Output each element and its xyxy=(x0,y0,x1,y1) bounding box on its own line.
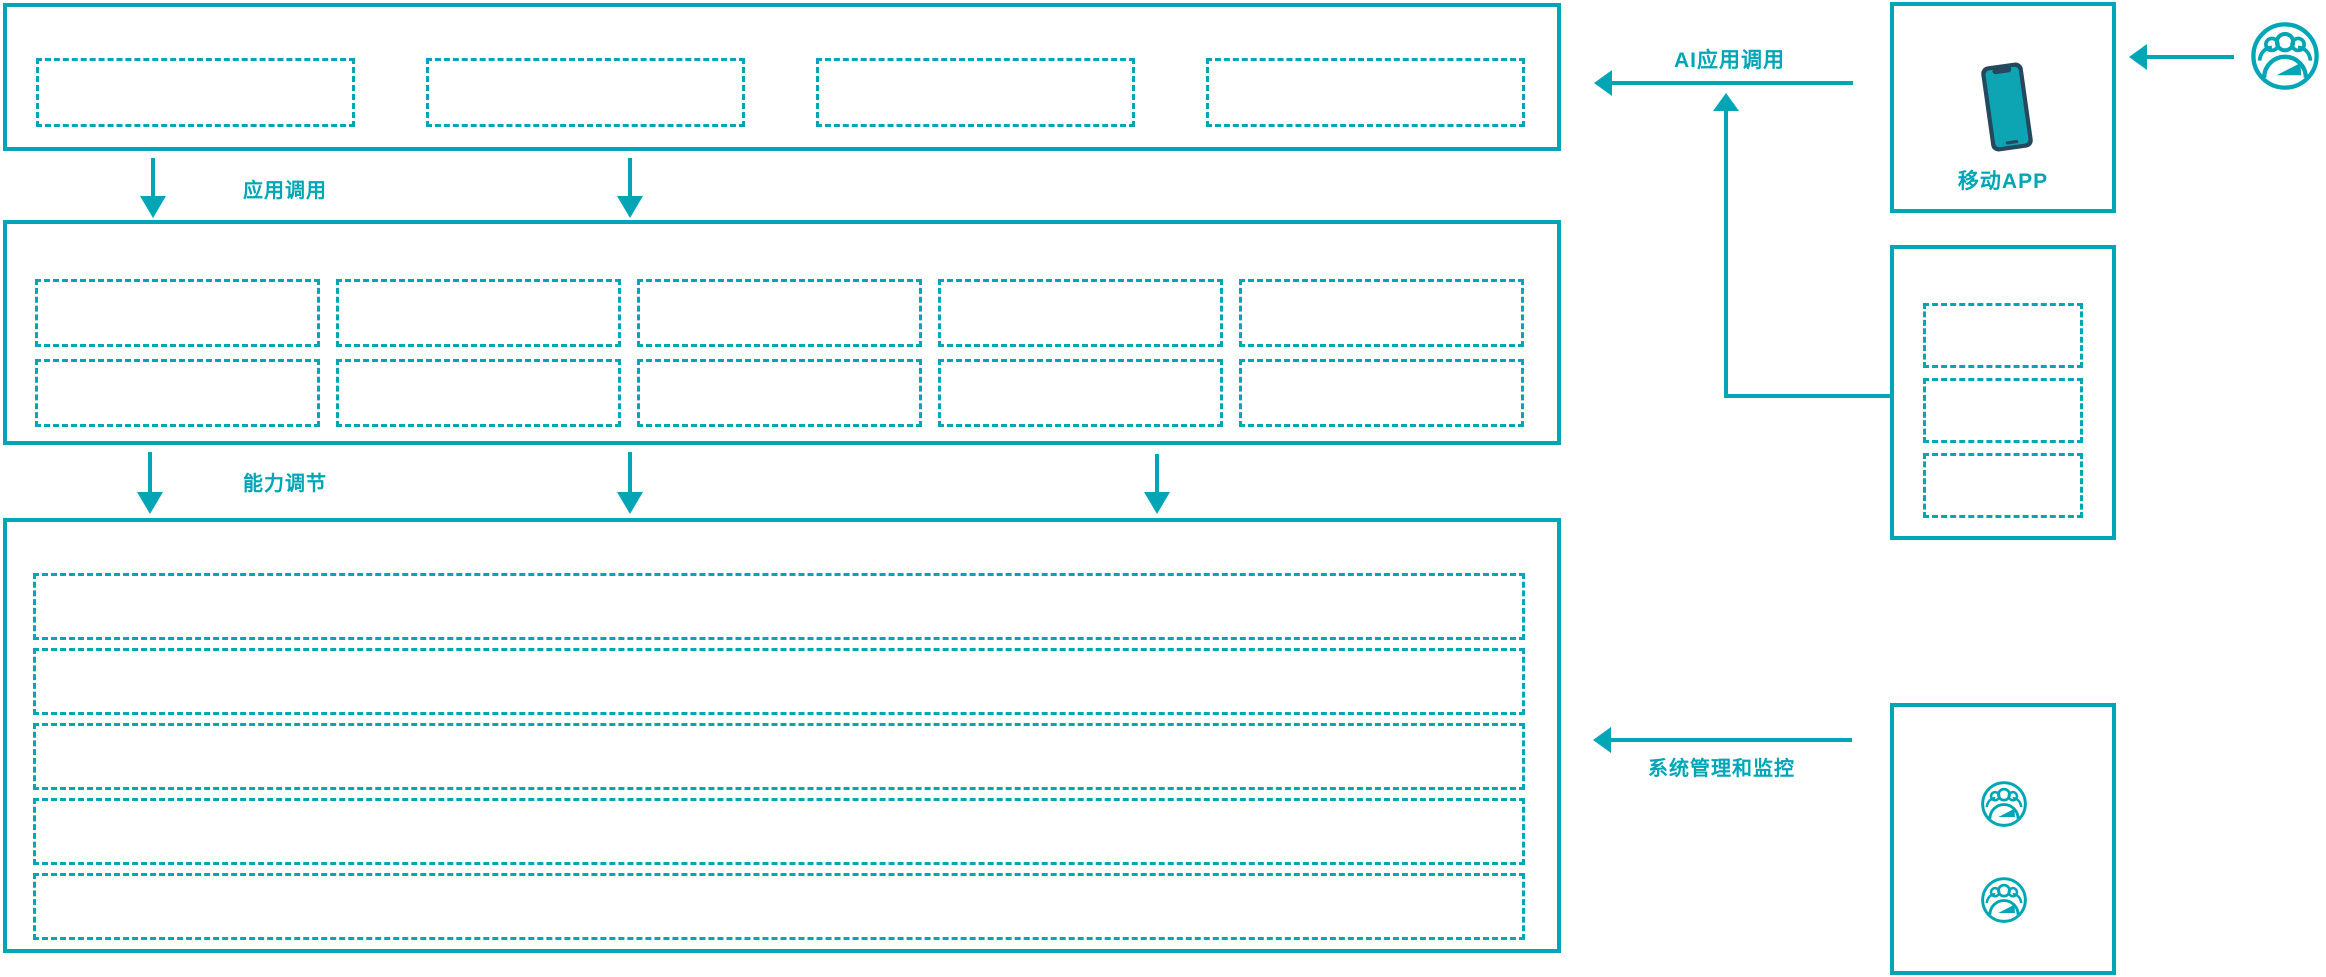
down-arrow-shaft xyxy=(628,158,632,196)
down-arrow-shaft xyxy=(628,452,632,492)
app-layer-slot xyxy=(426,58,745,127)
platform-slot xyxy=(35,359,320,427)
down-arrow-head xyxy=(617,492,643,514)
users-icon xyxy=(2248,19,2322,93)
platform-slot xyxy=(1239,279,1524,347)
platform-slot xyxy=(938,279,1223,347)
left-arrow-head xyxy=(1594,70,1612,96)
left-arrow-head xyxy=(2129,44,2147,70)
app-layer-box xyxy=(3,3,1561,151)
infra-row xyxy=(33,798,1525,865)
infra-row xyxy=(33,573,1525,640)
label-mobile-app: 移动APP xyxy=(1957,170,2049,193)
up-arrow-head xyxy=(1713,93,1739,111)
infra-layer-box xyxy=(3,518,1561,953)
gateway-box xyxy=(1890,245,2116,540)
label-ai-app-call: AI应用调用 xyxy=(1674,49,1785,72)
label-capability-adjust: 能力调节 xyxy=(243,473,327,495)
connector-horizontal xyxy=(1724,394,1890,398)
users-icon xyxy=(1981,877,2027,923)
label-app-call: 应用调用 xyxy=(243,180,327,202)
infra-row xyxy=(33,873,1525,940)
platform-slot xyxy=(336,279,621,347)
infra-row xyxy=(33,648,1525,715)
gateway-slot xyxy=(1923,378,2083,443)
down-arrow-head xyxy=(137,492,163,514)
platform-slot xyxy=(637,359,922,427)
down-arrow-head xyxy=(617,196,643,218)
platform-slot xyxy=(1239,359,1524,427)
down-arrow-shaft xyxy=(1155,454,1159,492)
platform-slot xyxy=(336,359,621,427)
app-layer-slot xyxy=(36,58,355,127)
down-arrow-head xyxy=(140,196,166,218)
app-layer-slot xyxy=(1206,58,1525,127)
admin-box xyxy=(1890,703,2116,975)
app-layer-slot xyxy=(816,58,1135,127)
left-arrow-head xyxy=(1593,727,1611,753)
down-arrow-shaft xyxy=(148,452,152,492)
users-icon xyxy=(1981,781,2027,827)
connector-vertical xyxy=(1724,110,1728,398)
down-arrow-shaft xyxy=(151,158,155,196)
mobile-app-box: 移动APP xyxy=(1890,2,2116,213)
mobile-phone-icon xyxy=(1981,62,2033,152)
platform-slot xyxy=(938,359,1223,427)
platform-slot xyxy=(637,279,922,347)
label-system-monitor: 系统管理和监控 xyxy=(1648,758,1795,780)
down-arrow-head xyxy=(1144,492,1170,514)
left-arrow-shaft xyxy=(1609,738,1852,742)
left-arrow-shaft xyxy=(1610,81,1853,85)
gateway-slot xyxy=(1923,453,2083,518)
infra-row xyxy=(33,723,1525,790)
platform-layer-box xyxy=(3,220,1561,445)
gateway-slot xyxy=(1923,303,2083,368)
platform-slot xyxy=(35,279,320,347)
left-arrow-shaft xyxy=(2146,55,2234,59)
